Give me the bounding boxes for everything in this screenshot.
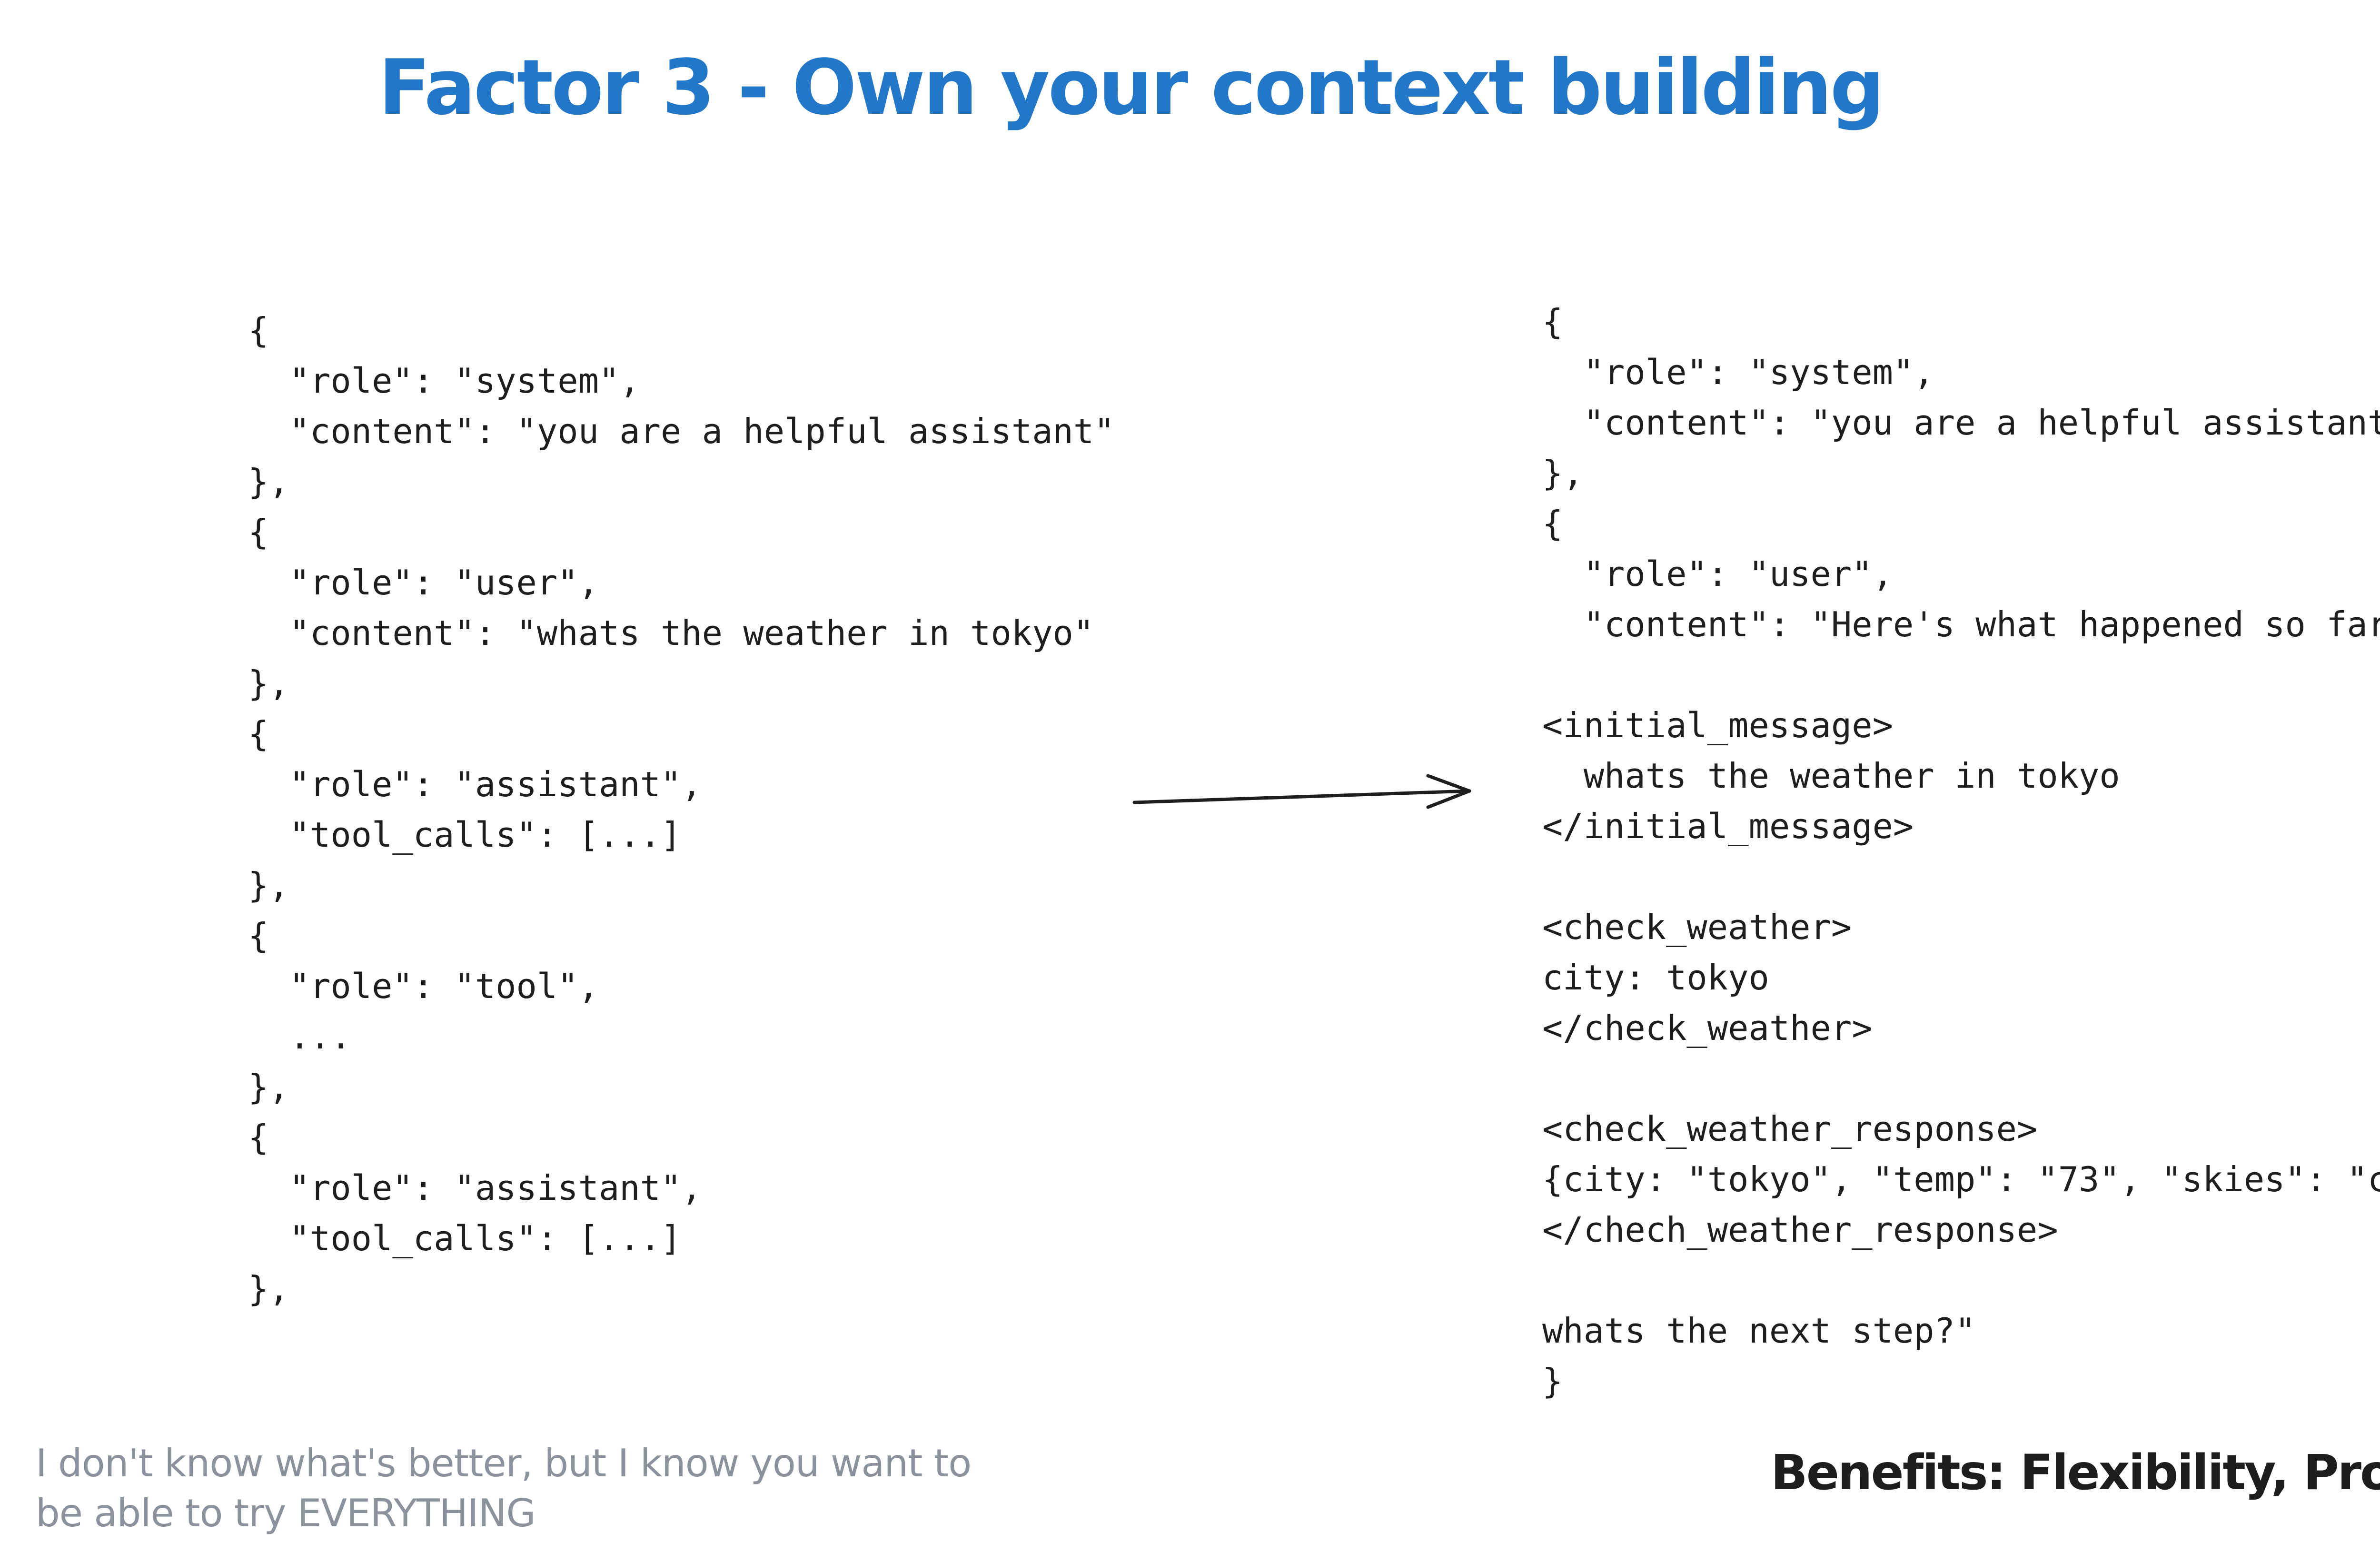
code-panel-messages-array: { "role": "system", "content": "you are … — [248, 310, 1115, 1309]
footnote-left-line2: be able to try EVERYTHING — [36, 1491, 536, 1535]
footnote-left-line1: I don't know what's better, but I know y… — [36, 1441, 972, 1485]
benefits-note: Benefits: Flexibility, Prompt Control — [1771, 1444, 2380, 1501]
code-panel-custom-context: { "role": "system", "content": "you are … — [1542, 302, 2380, 1401]
footnote-left: I don't know what's better, but I know y… — [36, 1438, 972, 1538]
right-arrow-icon — [1132, 774, 1471, 809]
slide-title: Factor 3 - Own your context building — [378, 43, 1884, 132]
